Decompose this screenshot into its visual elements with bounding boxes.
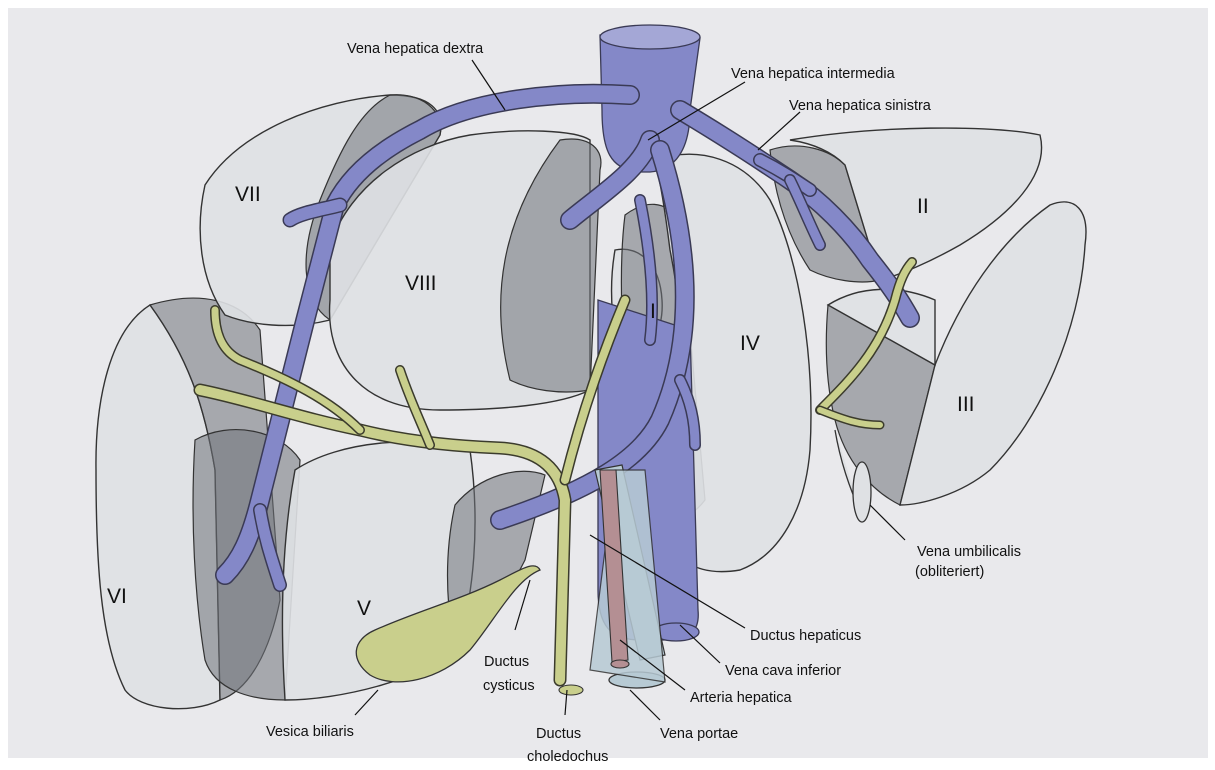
label-vena-portae: Vena portae (660, 726, 738, 742)
label-vena-cava-inferior: Vena cava inferior (725, 663, 841, 679)
label-ductus-cysticus-1: Ductus (484, 654, 529, 670)
label-vena-umbilicalis: Vena umbilicalis (917, 544, 1021, 560)
label-vena-hepatica-intermedia: Vena hepatica intermedia (731, 66, 896, 82)
segment-label-ii: II (917, 195, 929, 218)
segment-label-vii: VII (235, 183, 261, 206)
label-ductus-choledochus-2: choledochus (527, 749, 608, 765)
label-ductus-hepaticus: Ductus hepaticus (750, 628, 861, 644)
segment-label-v: V (357, 597, 371, 620)
label-vena-hepatica-dextra: Vena hepatica dextra (347, 41, 484, 57)
label-vena-umbilicalis-note: (obliteriert) (915, 564, 984, 580)
segment-label-vi: VI (107, 585, 127, 608)
segment-label-iv: IV (740, 332, 760, 355)
label-vesica-biliaris: Vesica biliaris (266, 724, 354, 740)
label-arteria-hepatica: Arteria hepatica (690, 690, 792, 706)
label-vena-hepatica-sinistra: Vena hepatica sinistra (789, 98, 932, 114)
segment-label-i: I (650, 300, 656, 323)
label-ductus-cysticus-2: cysticus (483, 678, 535, 694)
segment-label-iii: III (957, 393, 975, 416)
label-ductus-choledochus-1: Ductus (536, 726, 581, 742)
segment-label-viii: VIII (405, 272, 437, 295)
